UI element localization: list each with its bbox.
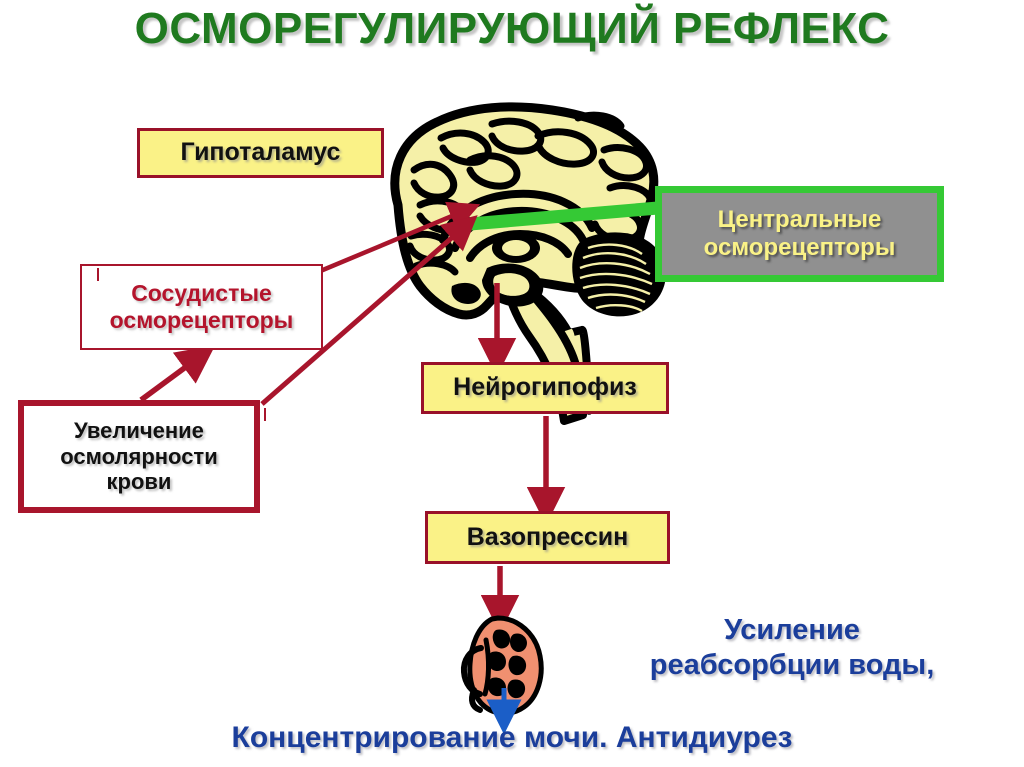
- box-hypothalamus-label: Гипоталамус: [180, 138, 341, 167]
- connector-central-osmoreceptors-to-brain: [469, 201, 659, 231]
- box-neurohypophysis-label: Нейрогипофиз: [453, 373, 637, 402]
- vascular-line-2: осморецепторы: [109, 307, 294, 333]
- reabsorption-line-1: Усиление: [724, 614, 860, 646]
- caption-urine-concentration: Концентрирование мочи. Антидиурез: [231, 721, 793, 754]
- box-hypothalamus[interactable]: Гипоталамус: [137, 128, 384, 178]
- box-blood-osmolarity[interactable]: Увеличение осмолярности крови: [18, 400, 260, 513]
- box-central-osmoreceptors[interactable]: Центральные осморецепторы: [655, 186, 944, 282]
- central-line-2: осморецепторы: [703, 234, 896, 261]
- box-central-osmoreceptors-label: Центральные осморецепторы: [704, 206, 896, 263]
- kidney-illustration: [460, 615, 544, 716]
- connector-osmolarity-to-vascular: [139, 345, 216, 403]
- cerebellum: [572, 232, 666, 317]
- tick-mark-vascular: [97, 268, 99, 281]
- vascular-line-1: Сосудистые: [131, 279, 272, 306]
- box-neurohypophysis[interactable]: Нейрогипофиз: [421, 362, 669, 414]
- box-vasopressin[interactable]: Вазопрессин: [425, 511, 670, 564]
- reabsorption-line-2: реабсорбции воды,: [649, 648, 935, 681]
- page-title: ОСМОРЕГУЛИРУЮЩИЙ РЕФЛЕКС: [134, 4, 890, 53]
- osmolarity-line-3: крови: [106, 469, 172, 495]
- box-vascular-osmoreceptors[interactable]: Сосудистые осморецепторы: [80, 264, 323, 350]
- tick-mark-osmolarity: [264, 408, 266, 421]
- connector-vascular-to-hypothalamus: [317, 201, 481, 275]
- box-vasopressin-label: Вазопрессин: [466, 522, 629, 551]
- box-blood-osmolarity-label: Увеличение осмолярности крови: [60, 418, 217, 496]
- caption-water-reabsorption: Усиление реабсорбции воды,: [566, 613, 1018, 683]
- box-vascular-osmoreceptors-label: Сосудистые осморецепторы: [110, 280, 294, 334]
- osmolarity-line-1: Увеличение: [74, 417, 204, 443]
- osmolarity-line-2: осмолярности: [60, 443, 218, 469]
- central-line-1: Центральные: [717, 205, 882, 233]
